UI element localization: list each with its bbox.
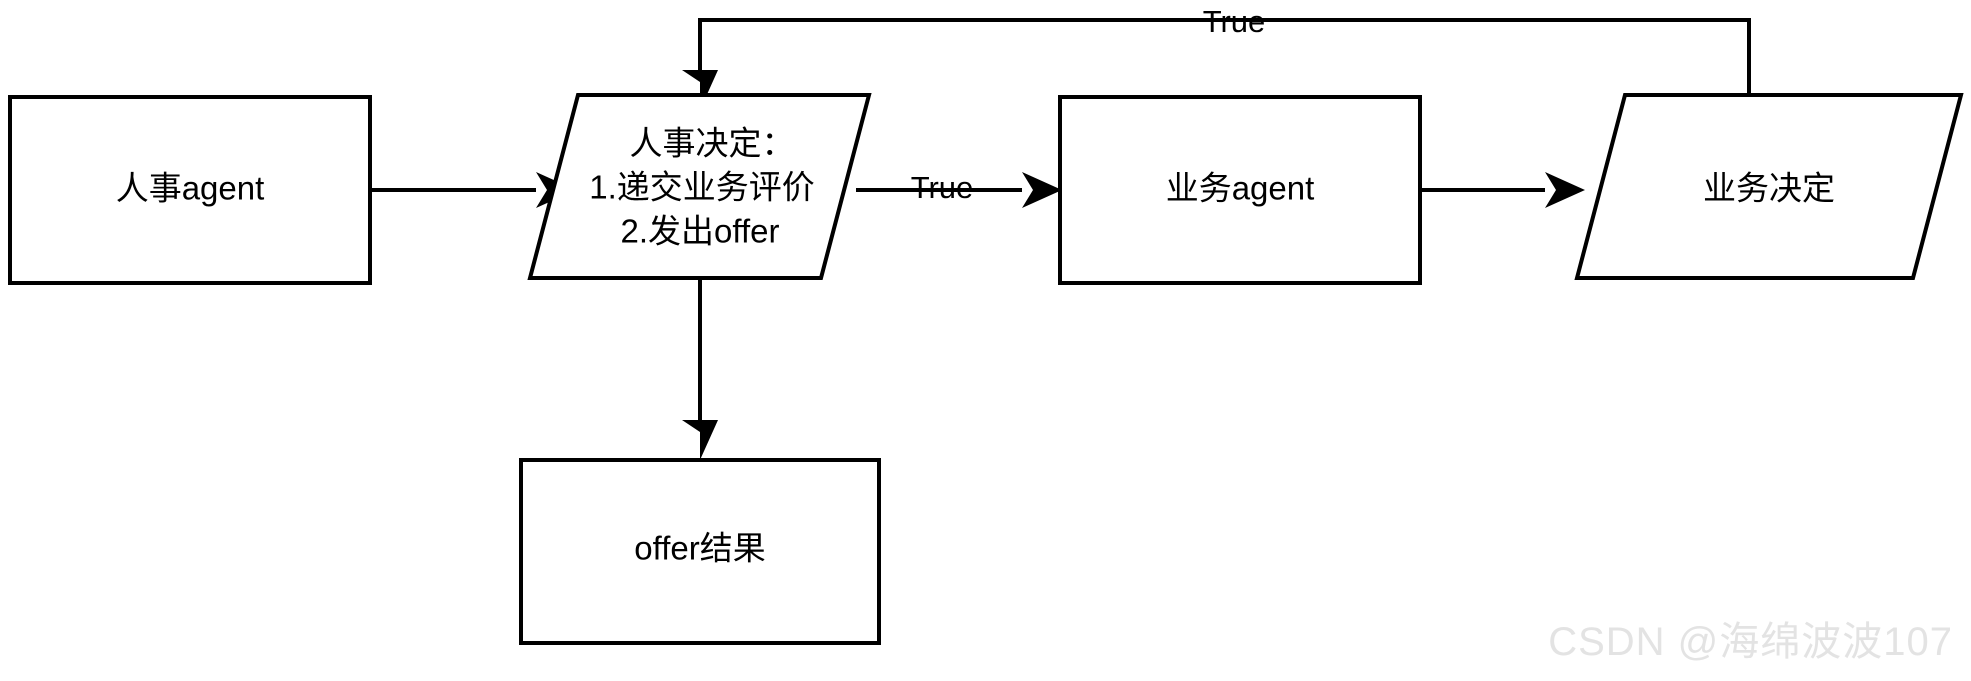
node-label-hr-decision-line3: 2.发出offer (621, 213, 780, 250)
node-shape-parallelogram[interactable] (527, 93, 872, 280)
node-label-offer-result: offer结果 (634, 530, 765, 567)
node-label-hr-decision-line1: 人事决定： (630, 125, 795, 162)
edge-line (698, 18, 1751, 95)
arrow-head-icon (1545, 172, 1585, 208)
edge-hr-decision-to-offer-result (682, 278, 718, 460)
node-label-business-decision: 业务决定 (1703, 170, 1835, 207)
node-business-agent[interactable]: 业务agent (1058, 95, 1422, 285)
edge-business-agent-to-business-decision (1418, 172, 1585, 208)
arrow-head-icon (682, 420, 718, 460)
node-business-decision[interactable]: 业务决定 (1574, 93, 1964, 280)
edge-label-true-hr-to-business: True (911, 170, 974, 205)
node-shape-parallelogram[interactable] (1574, 93, 1964, 280)
node-shape-rect[interactable] (519, 458, 881, 645)
node-label-hr-decision-line2: 1.递交业务评价 (589, 169, 815, 206)
node-hr-agent[interactable]: 人事agent (8, 95, 372, 285)
edge-label-true-feedback: True (1203, 4, 1266, 39)
node-offer-result[interactable]: offer结果 (519, 458, 881, 645)
csdn-watermark: CSDN @海绵波波107 (1548, 620, 1953, 664)
arrow-head-icon (1022, 172, 1062, 208)
node-label-business-agent: 业务agent (1166, 170, 1315, 207)
node-shape-rect[interactable] (8, 95, 372, 285)
node-label-hr-agent: 人事agent (116, 170, 265, 207)
node-hr-decision[interactable]: 人事决定： 1.递交业务评价 2.发出offer (527, 93, 872, 280)
edge-hr-agent-to-hr-decision (370, 172, 576, 208)
node-shape-rect[interactable] (1058, 95, 1422, 285)
arrow-head-icon (682, 70, 718, 110)
edge-business-decision-to-hr-decision: True (682, 4, 1751, 110)
edge-hr-decision-to-business-agent: True (856, 170, 1062, 208)
